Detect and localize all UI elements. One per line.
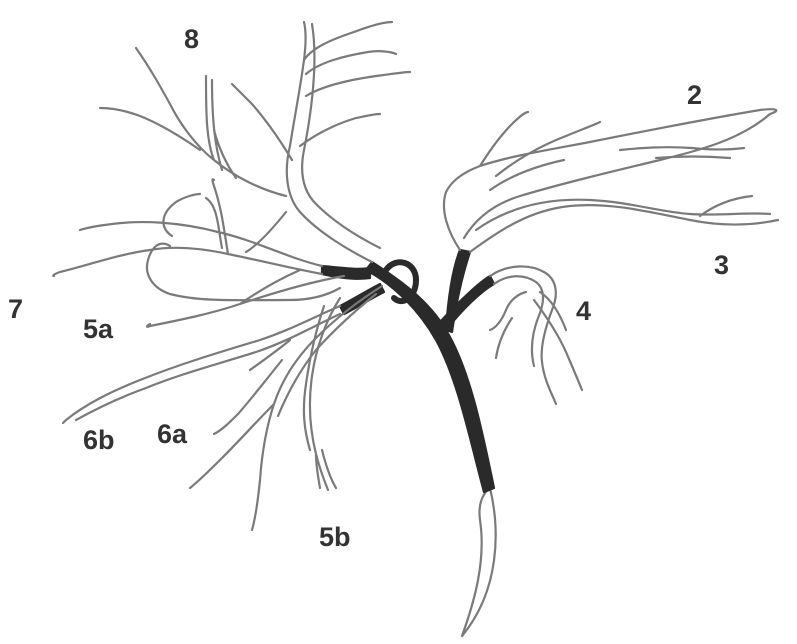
label-6a: 6a (157, 421, 187, 448)
branch-4 (490, 266, 582, 404)
branch-6a (190, 286, 382, 530)
branch-5b (304, 298, 340, 490)
label-4: 4 (576, 298, 591, 325)
branch-3 (470, 196, 778, 252)
label-3: 3 (714, 252, 729, 279)
branch-7 (53, 179, 340, 300)
left-junction-dark (322, 266, 370, 279)
label-5a: 5a (83, 316, 113, 343)
label-7: 7 (8, 296, 23, 323)
label-8: 8 (184, 26, 199, 53)
branch-8 (100, 22, 410, 262)
label-2: 2 (687, 82, 702, 109)
base-tip (462, 488, 496, 636)
label-5b: 5b (319, 524, 351, 551)
branch-2 (444, 109, 776, 250)
label-6b: 6b (83, 427, 115, 454)
